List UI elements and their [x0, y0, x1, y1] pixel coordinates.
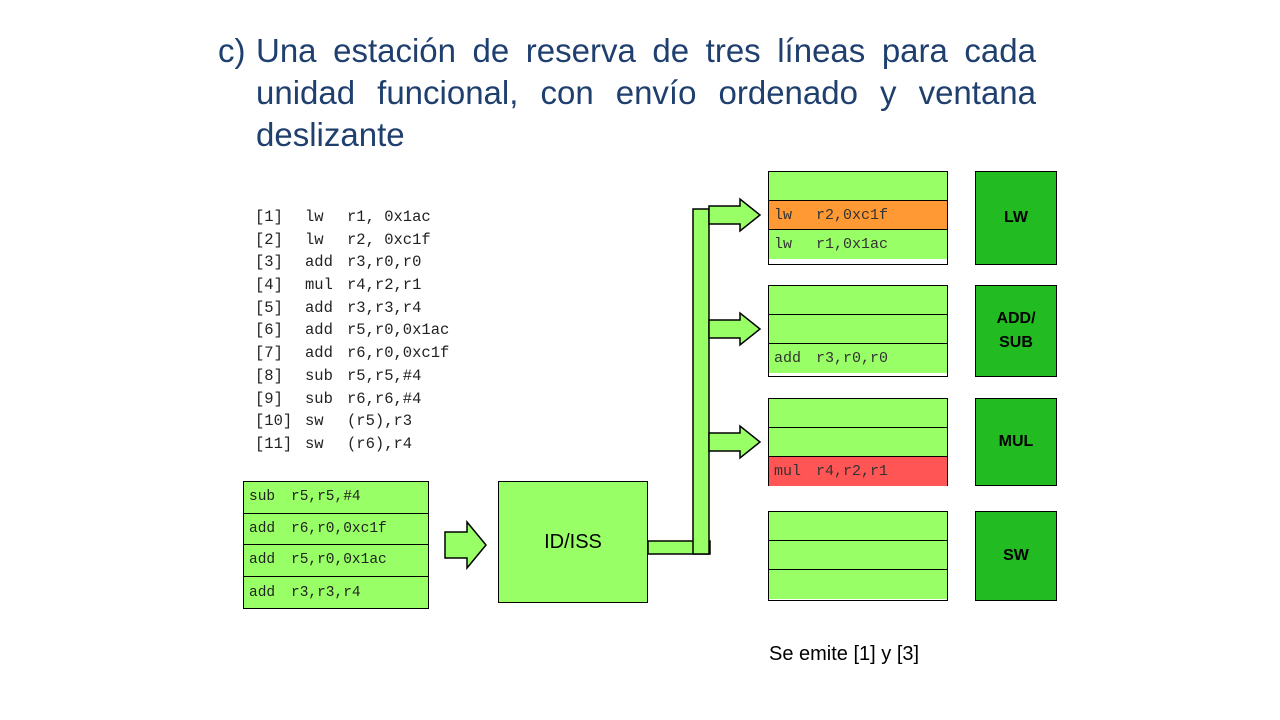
- instruction-opcode: sub: [305, 366, 333, 385]
- queue-slot: sub r5,r5,#4: [244, 482, 428, 514]
- queue-operands: r6,r0,0xc1f: [291, 520, 387, 537]
- instruction-operands: r4,r2,r1: [347, 276, 422, 295]
- instruction-operands: r6,r0,0xc1f: [347, 344, 450, 363]
- instruction-operands: r2, 0xc1f: [347, 230, 431, 249]
- queue-opcode: add: [249, 520, 276, 537]
- instruction-number: [4]: [255, 276, 283, 295]
- instruction-queue: sub r5,r5,#4 add r6,r0,0xc1f add r5,r0,0x1a…: [243, 481, 429, 609]
- fetch-arrow: [444, 519, 487, 571]
- instruction-number: [1]: [255, 208, 283, 226]
- rs-operands: r2,0xc1f: [816, 206, 889, 224]
- program-line: [7] add r6,r0,0xc1f: [255, 342, 449, 365]
- instruction-number: [10]: [255, 412, 293, 431]
- id-iss-stage: ID/ISS: [498, 481, 648, 603]
- instruction-opcode: add: [305, 298, 333, 317]
- rs-slot: [769, 570, 947, 599]
- program-line: [6] add r5,r0,0x1ac: [255, 319, 449, 342]
- instruction-opcode: sw: [305, 412, 324, 431]
- instruction-opcode: add: [305, 344, 333, 363]
- rs-slot: [769, 286, 947, 315]
- instruction-opcode: sub: [305, 389, 333, 408]
- rs-slot: [769, 428, 947, 457]
- instruction-opcode: lw: [305, 230, 324, 249]
- queue-slot: add r3,r3,r4: [244, 576, 428, 609]
- queue-opcode: sub: [249, 489, 276, 506]
- rs-slot: lw r1,0x1ac: [769, 230, 947, 259]
- rs-slot: [769, 315, 947, 344]
- instruction-number: [8]: [255, 366, 283, 385]
- branch-arrow-lw: [708, 197, 762, 233]
- branch-arrow-addsub: [708, 311, 762, 347]
- reservation-station-lw: lw r2,0xc1f lw r1,0x1ac: [768, 171, 948, 265]
- instruction-operands: (r6),r4: [347, 434, 413, 453]
- rs-opcode: lw: [774, 236, 793, 253]
- functional-unit-mul: MUL: [975, 398, 1057, 486]
- program-line: [3] add r3,r0,r0: [255, 251, 449, 274]
- program-line: [5] add r3,r3,r4: [255, 297, 449, 320]
- instruction-operands: r5,r5,#4: [347, 366, 422, 385]
- rs-operands: r3,r0,r0: [816, 350, 889, 367]
- queue-slot: add r5,r0,0x1ac: [244, 545, 428, 577]
- functional-unit-sw: SW: [975, 511, 1057, 601]
- queue-operands: r3,r3,r4: [291, 584, 361, 601]
- instruction-opcode: add: [305, 253, 333, 272]
- program-line: [9] sub r6,r6,#4: [255, 388, 449, 411]
- queue-slot: add r6,r0,0xc1f: [244, 513, 428, 546]
- rs-slot: [769, 172, 947, 201]
- reservation-station-mul: mul r4,r2,r1: [768, 398, 948, 486]
- instruction-operands: (r5),r3: [347, 412, 413, 431]
- rs-opcode: add: [774, 350, 802, 367]
- program-line: [4] mul r4,r2,r1: [255, 274, 449, 297]
- instruction-opcode: mul: [305, 276, 333, 295]
- rs-slot: [769, 541, 947, 570]
- queue-operands: r5,r5,#4: [291, 489, 361, 506]
- queue-opcode: add: [249, 552, 276, 569]
- instruction-number: [6]: [255, 321, 283, 340]
- instruction-listing: [1] lw r1, 0x1ac [2] lw r2, 0xc1f [3] add r3,r…: [255, 206, 449, 456]
- rs-operands: r1,0x1ac: [816, 236, 889, 253]
- instruction-operands: r3,r0,r0: [347, 253, 422, 272]
- reservation-station-sw: [768, 511, 948, 601]
- instruction-operands: r5,r0,0x1ac: [347, 321, 450, 340]
- instruction-operands: r3,r3,r4: [347, 298, 422, 317]
- rs-opcode: lw: [774, 206, 793, 224]
- instruction-opcode: sw: [305, 434, 324, 453]
- rs-slot: add r3,r0,r0: [769, 344, 947, 373]
- instruction-number: [7]: [255, 344, 283, 363]
- issue-bus: [692, 208, 710, 555]
- instruction-number: [9]: [255, 389, 283, 408]
- instruction-opcode: add: [305, 321, 333, 340]
- program-line: [10] sw (r5),r3: [255, 410, 449, 433]
- queue-opcode: add: [249, 584, 276, 601]
- rs-slot: [769, 399, 947, 428]
- queue-operands: r5,r0,0x1ac: [291, 552, 387, 569]
- rs-slot: [769, 512, 947, 541]
- instruction-operands: r6,r6,#4: [347, 389, 422, 408]
- program-line: [11] sw (r6),r4: [255, 433, 449, 456]
- instruction-opcode: lw: [305, 208, 324, 226]
- slide-item-label: c): [218, 32, 246, 69]
- rs-operands: r4,r2,r1: [816, 463, 889, 480]
- slide-title: Una estación de reserva de tres líneas p…: [256, 32, 1036, 153]
- instruction-number: [11]: [255, 434, 293, 453]
- branch-arrow-mul: [708, 424, 762, 460]
- rs-opcode: mul: [774, 463, 802, 480]
- issue-caption: Se emite [1] y [3]: [769, 643, 920, 665]
- functional-unit-lw: LW: [975, 171, 1057, 265]
- program-line: [2] lw r2, 0xc1f: [255, 229, 449, 252]
- instruction-operands: r1, 0x1ac: [347, 208, 431, 226]
- program-line: [8] sub r5,r5,#4: [255, 365, 449, 388]
- program-line: [1] lw r1, 0x1ac: [255, 206, 449, 229]
- instruction-number: [5]: [255, 298, 283, 317]
- rs-slot: mul r4,r2,r1: [769, 457, 947, 486]
- functional-unit-addsub: ADD/ SUB: [975, 285, 1057, 377]
- instruction-number: [2]: [255, 230, 283, 249]
- rs-slot: lw r2,0xc1f: [769, 201, 947, 230]
- instruction-number: [3]: [255, 253, 283, 272]
- reservation-station-addsub: add r3,r0,r0: [768, 285, 948, 377]
